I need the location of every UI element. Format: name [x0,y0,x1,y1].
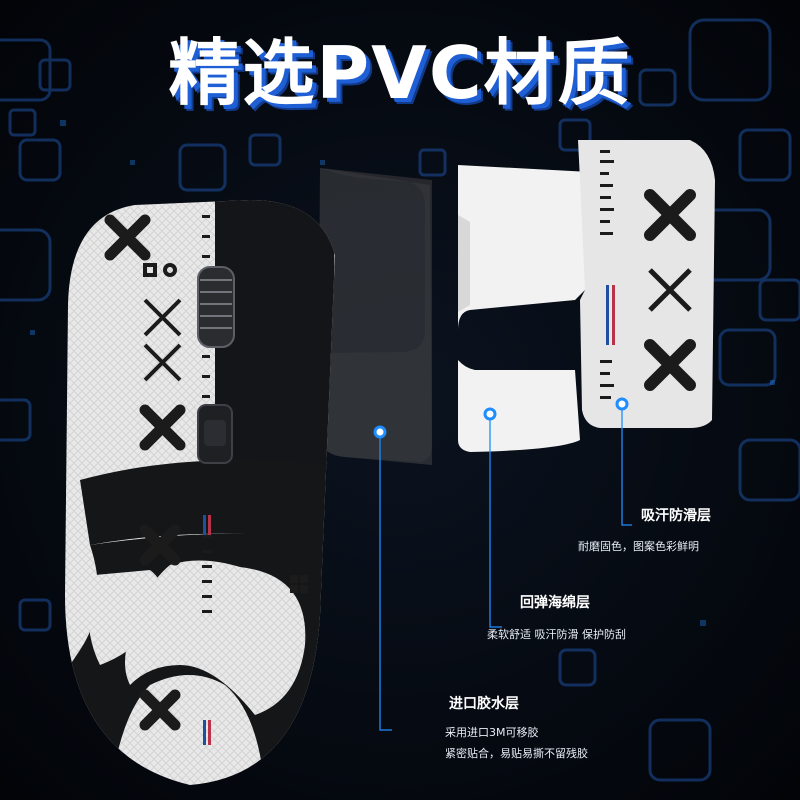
mouse-illustration [65,200,335,785]
callout-dot-adhesive [373,425,387,439]
sponge-layer-title: 回弹海绵层 [520,595,590,611]
adhesive-layer-desc-line-1: 采用进口3M可移胶 [445,726,539,739]
label-adhesive-layer: 进口胶水层 采用进口3M可移胶 紧密贴合，易贴易撕不留残胶 [445,693,588,764]
anti-slip-layer-desc: 耐磨固色，图案色彩鲜明 [578,540,699,553]
headline: 精选PVC材质 [168,31,632,115]
mouse-body-band [80,460,335,545]
label-sponge-layer: 回弹海绵层 柔软舒适 吸汗防滑 保护防刮 [487,592,626,645]
sponge-layer-sheet [458,165,595,452]
callout-line-adhesive [379,430,392,731]
callout-line-sponge [489,415,502,628]
anti-slip-layer-title: 吸汗防滑层 [641,508,711,524]
scroll-wheel [197,266,235,348]
callout-dot-anti-slip [615,397,629,411]
callout-line-anti-slip [621,405,632,526]
anti-slip-layer-sheet [578,140,715,428]
right-button-body [215,200,335,490]
adhesive-layer-title: 进口胶水层 [449,696,519,712]
adhesive-layer-desc-line-2: 紧密贴合，易贴易撕不留残胶 [445,747,588,760]
sponge-layer-desc: 柔软舒适 吸汗防滑 保护防刮 [487,628,626,641]
callout-dot-sponge [483,407,497,421]
adhesive-layer-desc: 采用进口3M可移胶 紧密贴合，易贴易撕不留残胶 [445,722,588,764]
label-anti-slip-layer: 吸汗防滑层 耐磨固色，图案色彩鲜明 [578,505,711,557]
